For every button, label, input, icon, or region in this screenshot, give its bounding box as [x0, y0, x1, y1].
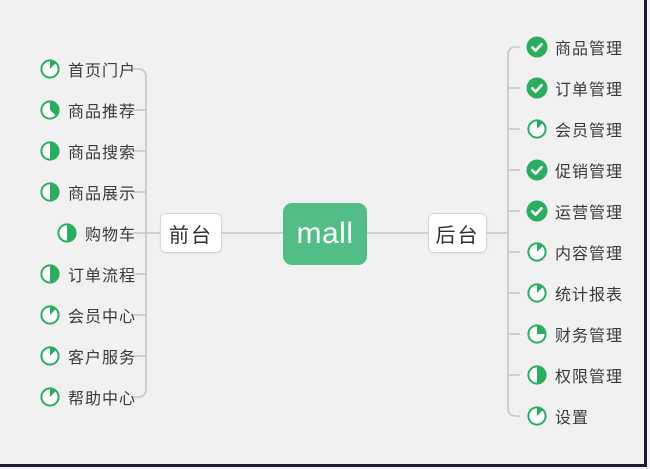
topic-label: 购物车 — [84, 227, 136, 244]
topic-label: 内容管理 — [555, 246, 624, 263]
topic-row-right-8[interactable]: 权限管理 — [526, 362, 623, 388]
topic-row-left-6[interactable]: 会员中心 — [0, 302, 136, 328]
topic-label: 订单流程 — [67, 268, 136, 285]
branch-node-frontend[interactable]: 前台 — [160, 213, 222, 253]
topic-row-right-0[interactable]: 商品管理 — [526, 34, 623, 60]
branch-node-backend[interactable]: 后台 — [428, 213, 487, 253]
topic-row-right-5[interactable]: 内容管理 — [526, 239, 623, 265]
central-topic-mall[interactable]: mall — [283, 203, 367, 265]
progress-pie-icon — [39, 140, 61, 162]
topic-label: 订单管理 — [555, 82, 624, 99]
progress-pie-icon — [526, 118, 548, 140]
topic-row-left-8[interactable]: 帮助中心 — [0, 384, 136, 410]
topic-label: 统计报表 — [555, 287, 624, 304]
branch-node-label: 前台 — [169, 224, 213, 247]
topic-row-left-2[interactable]: 商品搜索 — [0, 138, 136, 164]
topic-label: 财务管理 — [555, 328, 624, 345]
check-icon — [526, 200, 548, 222]
topic-row-right-1[interactable]: 订单管理 — [526, 75, 623, 101]
check-icon — [526, 77, 548, 99]
progress-pie-icon — [39, 386, 61, 408]
topic-label: 帮助中心 — [67, 391, 136, 408]
topic-label: 会员中心 — [67, 309, 136, 326]
topic-row-right-6[interactable]: 统计报表 — [526, 280, 623, 306]
topic-row-right-7[interactable]: 财务管理 — [526, 321, 623, 347]
topic-label: 会员管理 — [555, 123, 624, 140]
topic-label: 商品管理 — [555, 41, 624, 58]
topic-label: 权限管理 — [555, 369, 624, 386]
branch-node-label: 后台 — [435, 224, 480, 247]
progress-pie-icon — [526, 364, 548, 386]
topic-label: 运营管理 — [555, 205, 624, 222]
topic-row-left-0[interactable]: 首页门户 — [0, 56, 136, 82]
topic-row-left-7[interactable]: 客户服务 — [0, 343, 136, 369]
topic-label: 商品搜索 — [67, 145, 136, 162]
progress-pie-icon — [39, 304, 61, 326]
topic-row-right-4[interactable]: 运营管理 — [526, 198, 623, 224]
topic-row-left-4[interactable]: 购物车 — [0, 220, 136, 246]
topic-label: 客户服务 — [67, 350, 136, 367]
progress-pie-icon — [526, 323, 548, 345]
progress-pie-icon — [39, 263, 61, 285]
progress-pie-icon — [526, 405, 548, 427]
progress-pie-icon — [56, 222, 78, 244]
check-icon — [526, 36, 548, 58]
topic-row-right-3[interactable]: 促销管理 — [526, 157, 623, 183]
topic-row-right-2[interactable]: 会员管理 — [526, 116, 623, 142]
progress-pie-icon — [526, 282, 548, 304]
window-edge-right — [644, 0, 647, 467]
topic-label: 商品推荐 — [67, 104, 136, 121]
progress-pie-icon — [39, 58, 61, 80]
window-edge-bottom — [0, 464, 647, 467]
progress-pie-icon — [526, 241, 548, 263]
check-icon — [526, 159, 548, 181]
topic-row-right-9[interactable]: 设置 — [526, 403, 589, 429]
progress-pie-icon — [39, 181, 61, 203]
topic-label: 设置 — [555, 410, 590, 427]
topic-row-left-1[interactable]: 商品推荐 — [0, 97, 136, 123]
topic-label: 首页门户 — [67, 63, 136, 80]
central-topic-label: mall — [296, 217, 354, 250]
topic-label: 商品展示 — [67, 186, 136, 203]
progress-pie-icon — [39, 99, 61, 121]
topic-row-left-5[interactable]: 订单流程 — [0, 261, 136, 287]
progress-pie-icon — [39, 345, 61, 367]
topic-label: 促销管理 — [555, 164, 624, 181]
topic-row-left-3[interactable]: 商品展示 — [0, 179, 136, 205]
